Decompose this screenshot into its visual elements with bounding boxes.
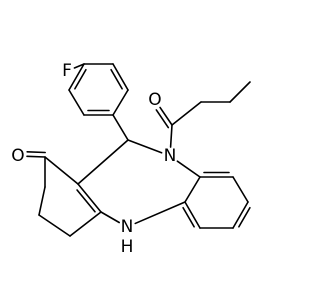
bond-f6-f1-second-line xyxy=(74,68,87,90)
bond-Cam-Ca xyxy=(171,101,202,126)
bond-f5-f6 xyxy=(68,89,85,116)
bond-Nam-b1 xyxy=(176,160,201,178)
bond-C1-O1-second-line xyxy=(26,151,46,154)
amine-nitrogen-label: N xyxy=(121,217,134,237)
bond-f6-f1 xyxy=(68,63,85,91)
bond-C1-O1 xyxy=(26,155,46,158)
bond-b6-Nh xyxy=(134,201,186,225)
bond-Cb-Cc xyxy=(229,81,251,103)
amide-oxygen-label: O xyxy=(148,90,161,110)
bond-b6-b1 xyxy=(184,176,201,203)
bond-f3-f4 xyxy=(112,89,129,116)
bond-C11-C11a xyxy=(77,139,129,185)
bond-b5-b6 xyxy=(184,201,201,229)
structure-canvas: F O O N N H xyxy=(11,61,251,257)
bond-f2-f3 xyxy=(112,63,129,91)
bond-Nh-C4a xyxy=(100,211,121,224)
bond-C11-Nam xyxy=(127,139,163,154)
bond-C11a-C4a xyxy=(77,183,102,213)
bond-Cam-Oam xyxy=(159,106,173,126)
bond-Cam-Oam-second-line xyxy=(155,109,170,129)
bond-Nam-Cam xyxy=(169,124,173,148)
amine-hydrogen-label: H xyxy=(121,237,134,257)
bond-F-f1 xyxy=(73,63,85,69)
bond-C4-C4a xyxy=(69,211,102,237)
fluorine-label: F xyxy=(62,61,72,81)
bond-f4-C11 xyxy=(112,114,129,141)
bond-C2-C3 xyxy=(38,186,46,216)
bond-C3-C4 xyxy=(38,214,71,237)
bond-layer xyxy=(26,63,251,237)
ketone-oxygen-label: O xyxy=(11,146,24,166)
molecule-structure: F O O N N H xyxy=(11,61,251,257)
amide-nitrogen-label: N xyxy=(164,146,177,166)
bond-b5-b6-second-line xyxy=(182,206,195,228)
bond-b3-b4-second-line xyxy=(238,206,251,228)
bond-C11a-C4a-second-line xyxy=(76,189,96,213)
bond-C11a-C1 xyxy=(44,156,79,185)
bond-f2-f3-second-line xyxy=(110,68,123,90)
bond-b3-b4 xyxy=(232,201,249,229)
bond-b2-b3 xyxy=(232,176,249,203)
